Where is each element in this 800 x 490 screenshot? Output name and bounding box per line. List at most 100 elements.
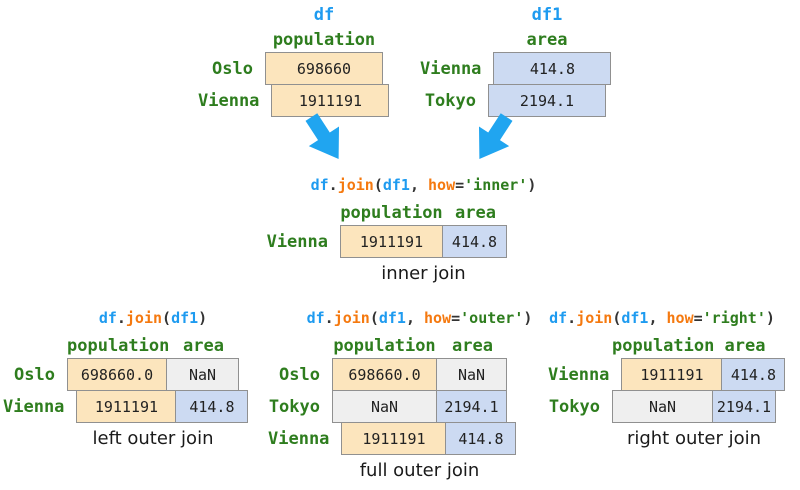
- arrow-down-right-icon: [294, 105, 356, 170]
- code-token: ,: [409, 176, 429, 194]
- table-cell: 698660: [265, 52, 383, 85]
- code-token: ,: [648, 309, 667, 327]
- table-cell: 698660.0: [332, 358, 437, 391]
- table-cell: 2194.1: [488, 84, 606, 117]
- code-token: .: [328, 176, 338, 194]
- code-token: (: [612, 309, 622, 327]
- code-token: df1: [378, 309, 406, 327]
- dataframe-title: df: [313, 4, 335, 25]
- code-expression: df.join(df1, how='right'): [548, 309, 776, 327]
- row-index-label: Tokyo: [548, 396, 600, 417]
- row-index-label: Tokyo: [268, 396, 320, 417]
- code-token: join: [333, 309, 370, 327]
- code-token: join: [125, 309, 163, 327]
- code-token: =: [455, 176, 465, 194]
- code-token: (: [369, 309, 379, 327]
- table-cell: 414.8: [445, 422, 517, 455]
- code-token: 'outer': [460, 309, 524, 327]
- table-cell: NaN: [332, 390, 437, 423]
- join-caption: right outer join: [626, 428, 762, 449]
- code-token: ): [198, 309, 208, 327]
- table-cell: 1911191: [76, 390, 177, 423]
- code-token: .: [567, 309, 577, 327]
- column-header: area: [724, 335, 766, 356]
- join-caption: full outer join: [359, 460, 480, 481]
- code-token: df: [549, 309, 568, 327]
- label-column-spacer: [258, 258, 340, 284]
- table-cell: NaN: [612, 390, 713, 423]
- code-token: df1: [621, 309, 649, 327]
- code-token: =: [451, 309, 461, 327]
- code-token: how: [424, 309, 452, 327]
- table-cell: 1911191: [340, 225, 443, 258]
- column-header: area: [526, 29, 568, 50]
- code-token: how: [666, 309, 694, 327]
- table-cell: NaN: [436, 358, 507, 391]
- column-header: population: [612, 335, 715, 356]
- join-caption: left outer join: [92, 428, 214, 449]
- table-cell: 414.8: [442, 225, 507, 258]
- code-token: .: [324, 309, 334, 327]
- code-token: ): [765, 309, 775, 327]
- code-token: (: [162, 309, 172, 327]
- code-token: ): [527, 176, 537, 194]
- code-token: df1: [171, 309, 199, 327]
- row-index-label: Oslo: [279, 364, 320, 385]
- row-index-label: Vienna: [3, 396, 65, 417]
- column-header: area: [183, 335, 224, 356]
- code-token: =: [693, 309, 703, 327]
- row-index-label: Oslo: [212, 58, 253, 79]
- label-column-spacer: [268, 455, 332, 481]
- code-token: (: [373, 176, 383, 194]
- table-cell: 1911191: [621, 358, 723, 391]
- row-index-label: Vienna: [266, 231, 328, 252]
- table-cell: 1911191: [271, 84, 390, 117]
- row-index-label: Vienna: [420, 58, 482, 79]
- code-token: how: [428, 176, 456, 194]
- label-column-spacer: [548, 423, 612, 449]
- row-index-label: Vienna: [548, 364, 610, 385]
- join-caption: inner join: [381, 263, 466, 284]
- label-column-spacer: [3, 423, 67, 449]
- table-row: Oslo 698660: [198, 52, 389, 85]
- code-expression: df.join(df1, how='inner'): [311, 176, 537, 194]
- table-cell: 2194.1: [712, 390, 776, 423]
- code-token: 'inner': [464, 176, 528, 194]
- column-header: population: [340, 202, 443, 223]
- code-token: df: [306, 309, 325, 327]
- code-token: df: [98, 309, 117, 327]
- table-cell: NaN: [166, 358, 239, 391]
- row-index-label: Vienna: [268, 428, 330, 449]
- column-header: area: [455, 202, 496, 223]
- column-header: area: [452, 335, 493, 356]
- column-header: population: [67, 335, 170, 356]
- table-cell: 414.8: [175, 390, 249, 423]
- code-token: ,: [405, 309, 425, 327]
- code-token: ): [523, 309, 533, 327]
- code-expression: df.join(df1, how='outer'): [307, 309, 533, 327]
- table-cell: 1911191: [341, 422, 447, 455]
- table-cell: 698660.0: [67, 358, 167, 391]
- code-token: df1: [382, 176, 410, 194]
- column-header: population: [333, 335, 436, 356]
- code-expression: df.join(df1): [67, 309, 239, 327]
- table-cell: 2194.1: [436, 390, 507, 423]
